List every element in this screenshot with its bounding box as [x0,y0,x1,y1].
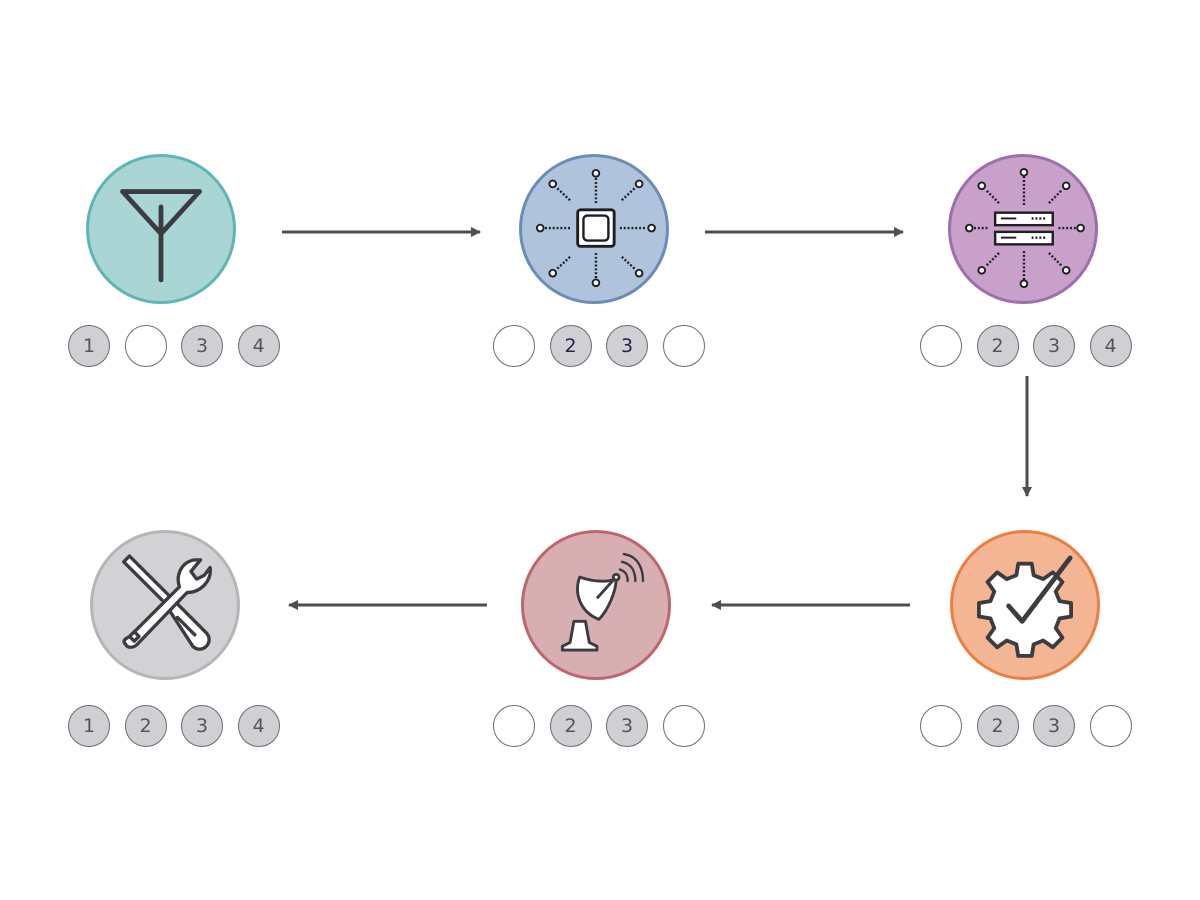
badge: 4 [237,325,280,367]
badge [493,705,535,747]
antenna-icon [120,189,202,283]
chip-icon [535,169,656,288]
badge: 3 [606,705,648,747]
node-verify [950,530,1100,680]
badge-row-antenna: 1 3 4 [68,325,280,367]
node-processor [519,154,669,304]
badge: 1 [68,325,110,367]
badge: 2 [549,705,592,747]
badge: 3 [1033,705,1075,747]
tools-icon [122,554,212,651]
badge: 2 [549,325,592,367]
badge [920,325,962,367]
badge: 4 [237,705,280,747]
badge-row-satellite: 2 3 [493,705,705,747]
badge [920,705,962,747]
badge [493,325,535,367]
satellite-dish-icon [560,552,645,652]
badge: 1 [68,705,110,747]
badge [662,705,705,747]
badge [1089,705,1132,747]
badge-row-processor: 2 3 [493,325,705,367]
badge: 3 [606,325,648,367]
gear-check-icon [977,555,1073,658]
badge: 2 [124,705,167,747]
badge-row-tools: 1 2 3 4 [68,705,280,747]
badge: 3 [1033,325,1075,367]
badge: 3 [181,705,223,747]
badge-row-server: 2 3 4 [920,325,1132,367]
node-satellite [521,530,671,680]
node-tools [90,530,240,680]
badge: 2 [976,705,1019,747]
node-server [948,154,1098,304]
badge: 2 [976,325,1019,367]
badge [124,325,167,367]
node-antenna [86,154,236,304]
badge-row-verify: 2 3 [920,705,1132,747]
badge: 4 [1089,325,1132,367]
server-icon [964,168,1085,289]
badge: 3 [181,325,223,367]
badge [662,325,705,367]
